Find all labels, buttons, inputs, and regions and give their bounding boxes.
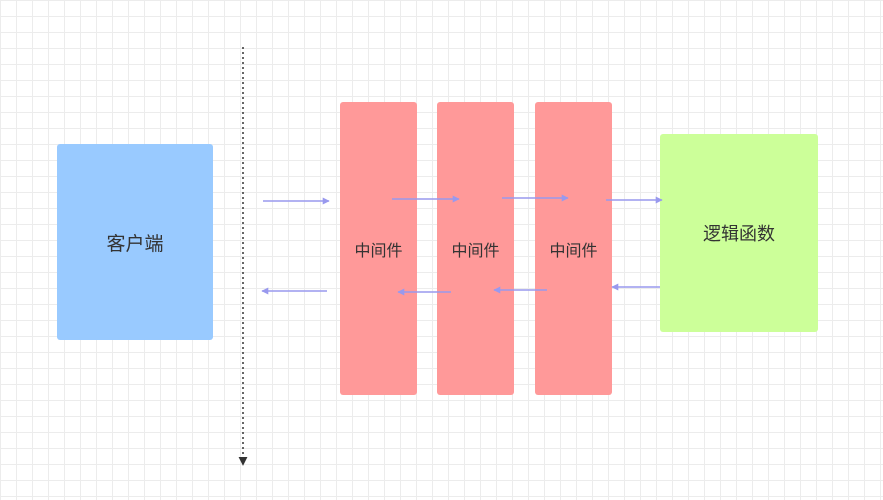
middleware-box-3[interactable]: 中间件 <box>535 102 612 395</box>
middleware-box-1[interactable]: 中间件 <box>340 102 417 395</box>
client-label: 客户端 <box>106 232 164 255</box>
logic-function-label: 逻辑函数 <box>703 224 775 245</box>
middleware-label-3: 中间件 <box>549 240 598 260</box>
middleware-label-2: 中间件 <box>451 240 500 260</box>
middleware-label-1: 中间件 <box>354 240 403 260</box>
client-box[interactable]: 客户端 <box>57 144 213 340</box>
logic-function-box[interactable]: 逻辑函数 <box>660 134 818 332</box>
middleware-box-2[interactable]: 中间件 <box>437 102 514 395</box>
